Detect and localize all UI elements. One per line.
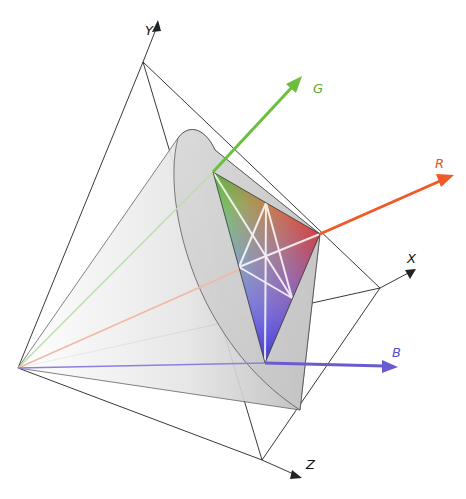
axis-label: B bbox=[392, 346, 401, 359]
axis-label: Y bbox=[145, 24, 153, 37]
axis-label: Z bbox=[306, 458, 315, 471]
axis-label: X bbox=[407, 252, 416, 265]
axis-label: G bbox=[313, 82, 323, 95]
axis-label: R bbox=[435, 157, 444, 170]
